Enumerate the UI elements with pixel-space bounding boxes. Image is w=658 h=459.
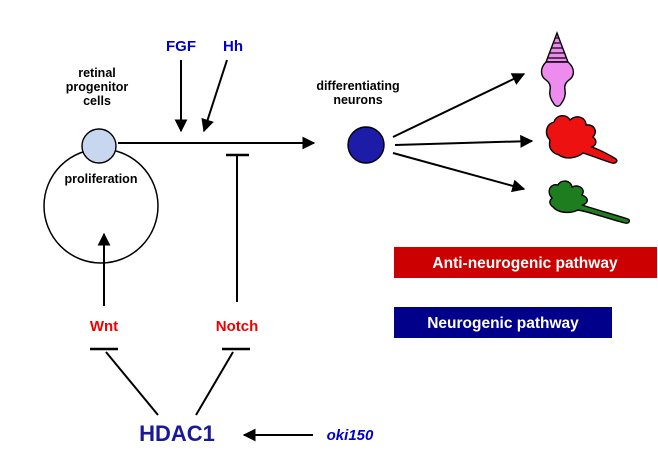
progenitor-label-line3: cells (83, 94, 111, 108)
hdac1-wnt-inhibition-line (105, 351, 159, 416)
wnt-label: Wnt (90, 318, 118, 335)
photoreceptor-cell-body (540, 61, 575, 107)
fan-arrow-middle (394, 134, 534, 148)
hdac1-notch-inhibition-line (195, 351, 234, 416)
fan-arrow-top (392, 73, 526, 138)
hh-arrow (201, 59, 228, 133)
progenitor-cell-circle (81, 128, 117, 164)
green-glia-cell-icon (548, 180, 631, 224)
progenitor-label-line1: retinal (78, 66, 116, 80)
legend-anti-neurogenic-box (394, 247, 657, 278)
striated-pink-photoreceptor-cell-icon (540, 31, 575, 107)
notch-label: Notch (216, 318, 259, 335)
progenitor-label-line2: progenitor (66, 80, 129, 94)
legend-neurogenic-label: Neurogenic pathway (427, 315, 579, 332)
oki150-label: oki150 (327, 427, 374, 444)
differentiating-neuron-circle (347, 126, 385, 164)
diff-neurons-label-line1: differentiating (316, 79, 399, 93)
fan-arrow-bottom (392, 152, 526, 193)
legend-anti-neurogenic-label: Anti-neurogenic pathway (432, 255, 618, 272)
legend-neurogenic: Neurogenic pathway (394, 307, 612, 338)
legend-neurogenic-box (394, 307, 612, 338)
hdac1-label: HDAC1 (139, 421, 215, 446)
fgf-label: FGF (166, 38, 196, 55)
outer-segment-stripes (547, 37, 567, 59)
hh-label: Hh (223, 38, 243, 55)
proliferation-label: proliferation (65, 172, 138, 186)
diff-neurons-label-line2: neurons (333, 93, 382, 107)
red-neuron-cell-icon (545, 115, 618, 164)
proliferation-loop (43, 148, 159, 264)
legend-anti-neurogenic: Anti-neurogenic pathway (394, 247, 657, 278)
